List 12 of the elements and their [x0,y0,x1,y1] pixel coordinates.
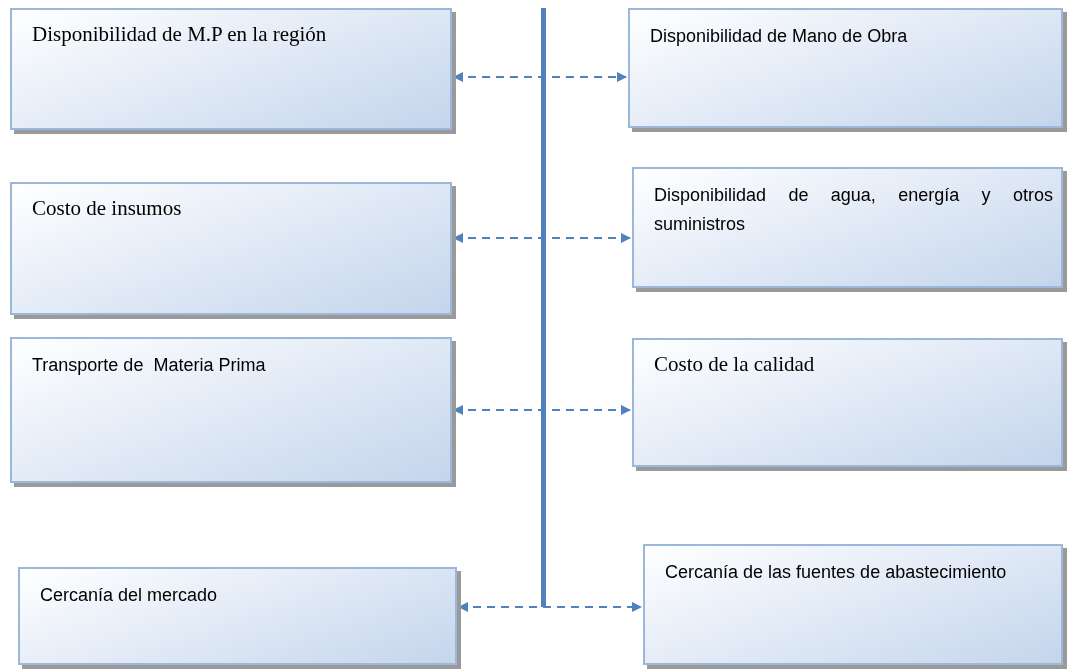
factor-label: Disponibilidad de agua, energía y otros suministros [654,184,1053,236]
factor-label: Transporte de Materia Prima [32,354,267,377]
factor-label: Cercanía del mercado [40,584,219,607]
dashed-arrow [458,602,642,612]
factor-label: Costo de la calidad [654,352,816,377]
factor-label: Disponibilidad de M.P en la región [32,22,328,47]
factor-label: Disponibilidad de Mano de Obra [650,25,909,48]
dashed-arrow [453,72,627,82]
factor-label: Costo de insumos [32,196,183,221]
dashed-arrow [453,405,631,415]
dashed-arrow [453,233,631,243]
factor-label: Cercanía de las fuentes de abastecimiento [665,561,1008,584]
